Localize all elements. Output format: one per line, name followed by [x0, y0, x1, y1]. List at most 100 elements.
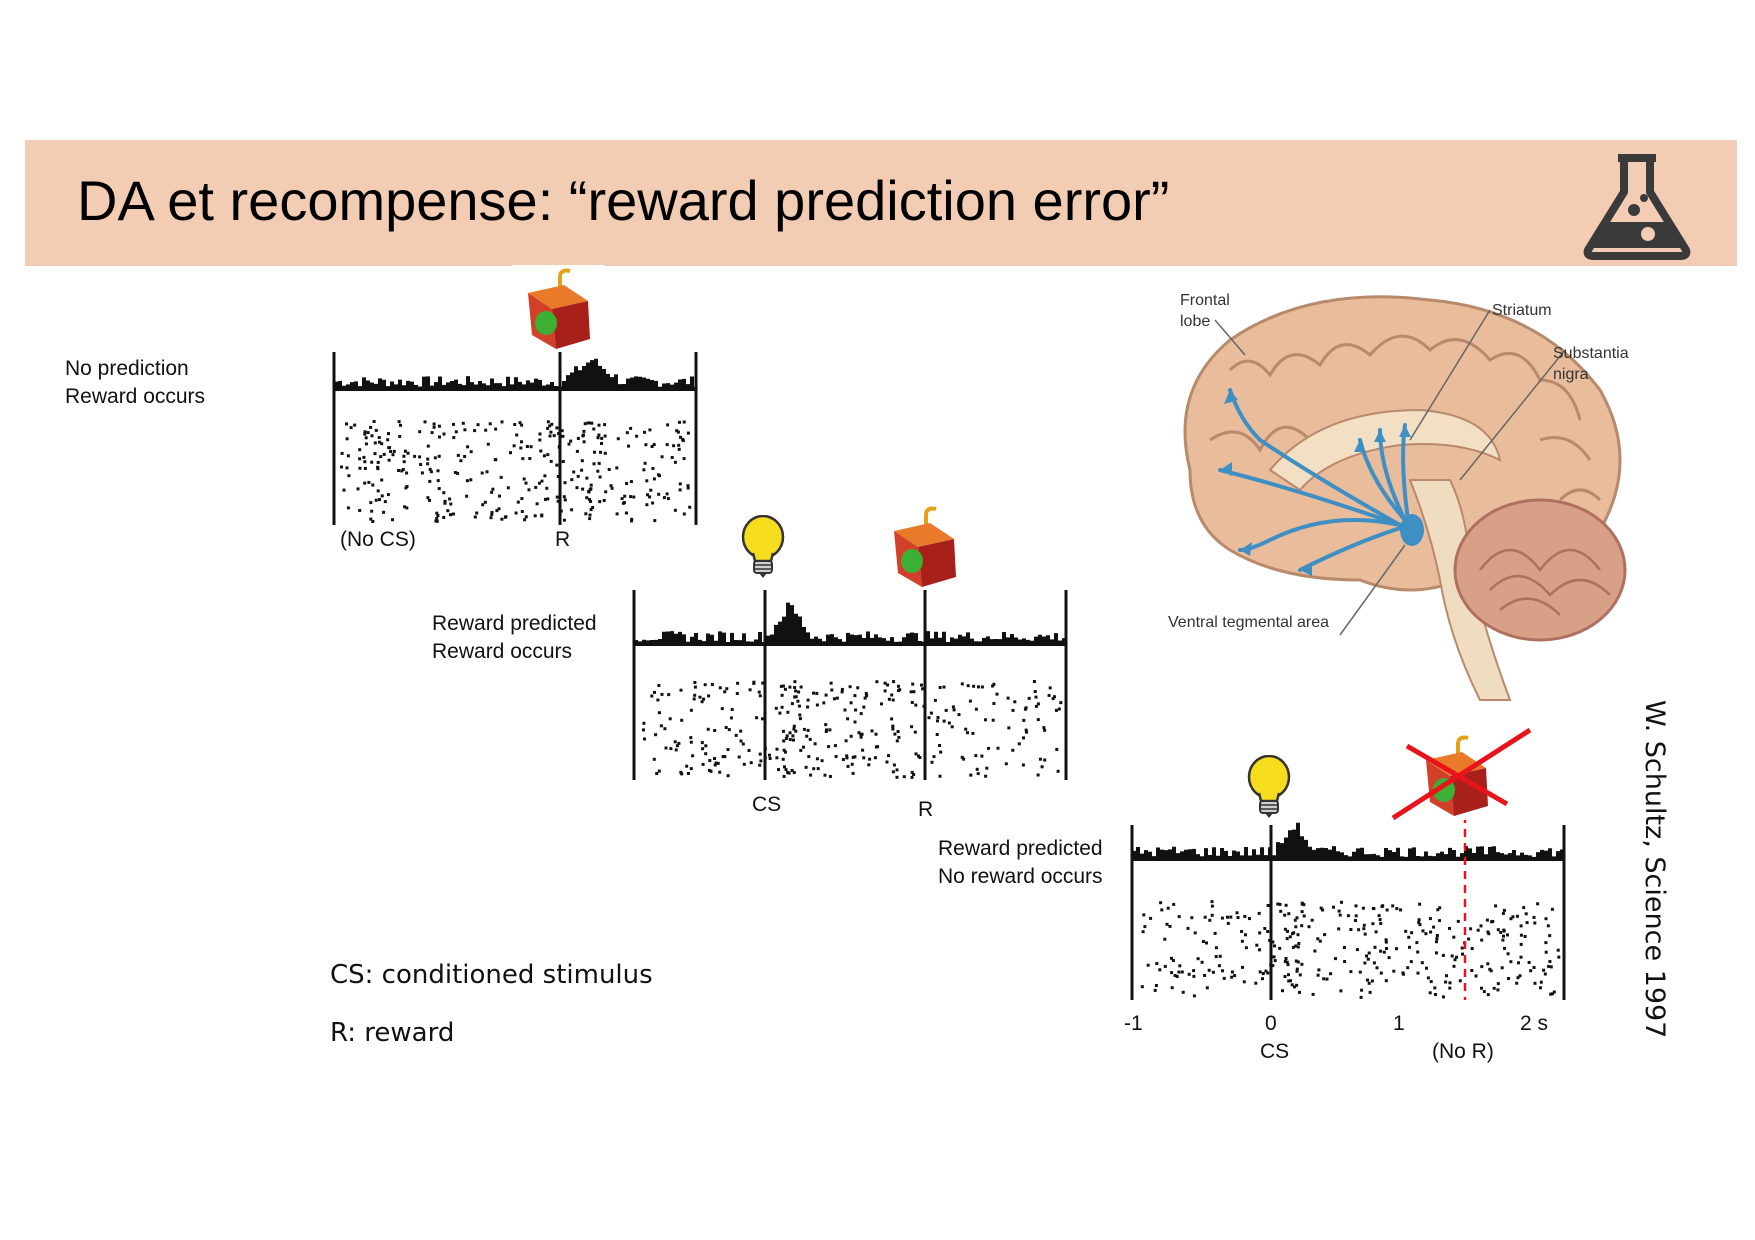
spike-dot [630, 517, 634, 521]
spike-dot [1533, 921, 1537, 925]
spike-dot [1384, 938, 1388, 942]
spike-dot [1316, 973, 1320, 977]
panel1-axis-no-cs: (No CS) [340, 528, 416, 551]
spike-dot [540, 479, 544, 483]
spike-dot [548, 434, 552, 438]
spike-dot [1448, 926, 1451, 930]
spike-dot [996, 746, 1000, 750]
frontal-lobe-label-line1: Frontal [1180, 292, 1230, 309]
spike-dot [456, 471, 460, 475]
spike-dot [1165, 922, 1169, 926]
spike-dot [761, 681, 765, 685]
spike-dot [763, 710, 767, 714]
spike-dot [560, 429, 564, 433]
panel2-axis-r: R [918, 798, 934, 821]
spike-dot [782, 729, 785, 733]
spike-dot [592, 427, 596, 431]
spike-dot [1408, 945, 1411, 949]
spike-dot [1271, 940, 1275, 944]
spike-dot [369, 501, 373, 505]
spike-dot [824, 730, 828, 733]
spike-dot [824, 723, 828, 727]
spike-dot [1286, 963, 1290, 967]
spike-dot [486, 442, 490, 446]
spike-dot [1416, 950, 1420, 954]
spike-dot [1300, 910, 1304, 914]
spike-dot [562, 495, 566, 499]
spike-dot [792, 727, 796, 731]
spike-dot [642, 468, 646, 472]
spike-dot [806, 728, 810, 732]
spike-dot [1377, 914, 1381, 918]
spike-dot [686, 484, 690, 488]
spike-dot [1517, 961, 1520, 965]
spike-dot [604, 490, 608, 494]
spike-dot [758, 694, 762, 698]
spike-dot [1549, 965, 1553, 969]
spike-dot [523, 518, 527, 522]
spike-dot [1316, 937, 1320, 941]
spike-dot [418, 455, 422, 459]
spike-dot [1255, 943, 1259, 947]
spike-dot [546, 426, 550, 430]
spike-dot [1210, 904, 1214, 908]
spike-dot [556, 475, 560, 478]
spike-dot [1271, 964, 1275, 968]
spike-dot [892, 763, 896, 767]
spike-dot [1287, 912, 1291, 916]
spike-dot [527, 488, 531, 492]
spike-dot [1038, 757, 1042, 761]
spike-dot [844, 739, 848, 743]
spike-dot [1544, 941, 1548, 945]
spike-dot [758, 752, 762, 756]
spike-dot [1043, 728, 1047, 732]
spike-dot [1168, 924, 1172, 928]
spike-dot [436, 479, 440, 483]
spike-dot [1501, 911, 1505, 915]
spike-dot [583, 422, 587, 426]
spike-dot [920, 683, 923, 687]
spike-dot [653, 519, 657, 523]
spike-dot [1025, 730, 1028, 734]
spike-dot [710, 683, 714, 686]
spike-dot [759, 759, 763, 763]
spike-dot [785, 734, 789, 738]
spike-dot [374, 498, 378, 502]
spike-dot [497, 507, 501, 511]
spike-dot [718, 770, 722, 774]
spike-dot [499, 475, 503, 479]
spike-dot [1502, 928, 1506, 932]
spike-dot [1448, 986, 1452, 990]
spike-dot [656, 698, 660, 702]
spike-dot [912, 773, 916, 776]
spike-dot [1349, 970, 1353, 974]
spike-dot [629, 480, 633, 484]
spike-dot [1300, 924, 1304, 928]
spike-dot [663, 727, 667, 731]
frontal-lobe-label: Frontal lobe [1180, 290, 1230, 332]
spike-dot [741, 742, 745, 746]
spike-dot [786, 771, 790, 774]
spike-dot [673, 740, 677, 744]
spike-dot [1205, 941, 1208, 945]
spike-dot [400, 469, 404, 473]
spike-dot [713, 763, 717, 767]
spike-dot [1140, 985, 1144, 989]
spike-dot [874, 732, 878, 736]
spike-dot [1229, 915, 1233, 919]
spike-dot [500, 420, 504, 424]
spike-dot [1496, 982, 1500, 986]
citation: W. Schultz, Science 1997 [1639, 700, 1670, 1039]
spike-dot [645, 479, 649, 483]
spike-dot [1248, 917, 1251, 921]
spike-dot [1417, 918, 1421, 922]
spike-dot [549, 430, 553, 434]
spike-dot [555, 426, 559, 430]
spike-dot [490, 513, 494, 516]
spike-dot [1283, 959, 1287, 963]
spike-dot [950, 725, 954, 729]
spike-dot [1417, 921, 1421, 924]
spike-dot [1467, 937, 1471, 941]
spike-dot [1226, 915, 1229, 919]
spike-dot [374, 428, 378, 432]
